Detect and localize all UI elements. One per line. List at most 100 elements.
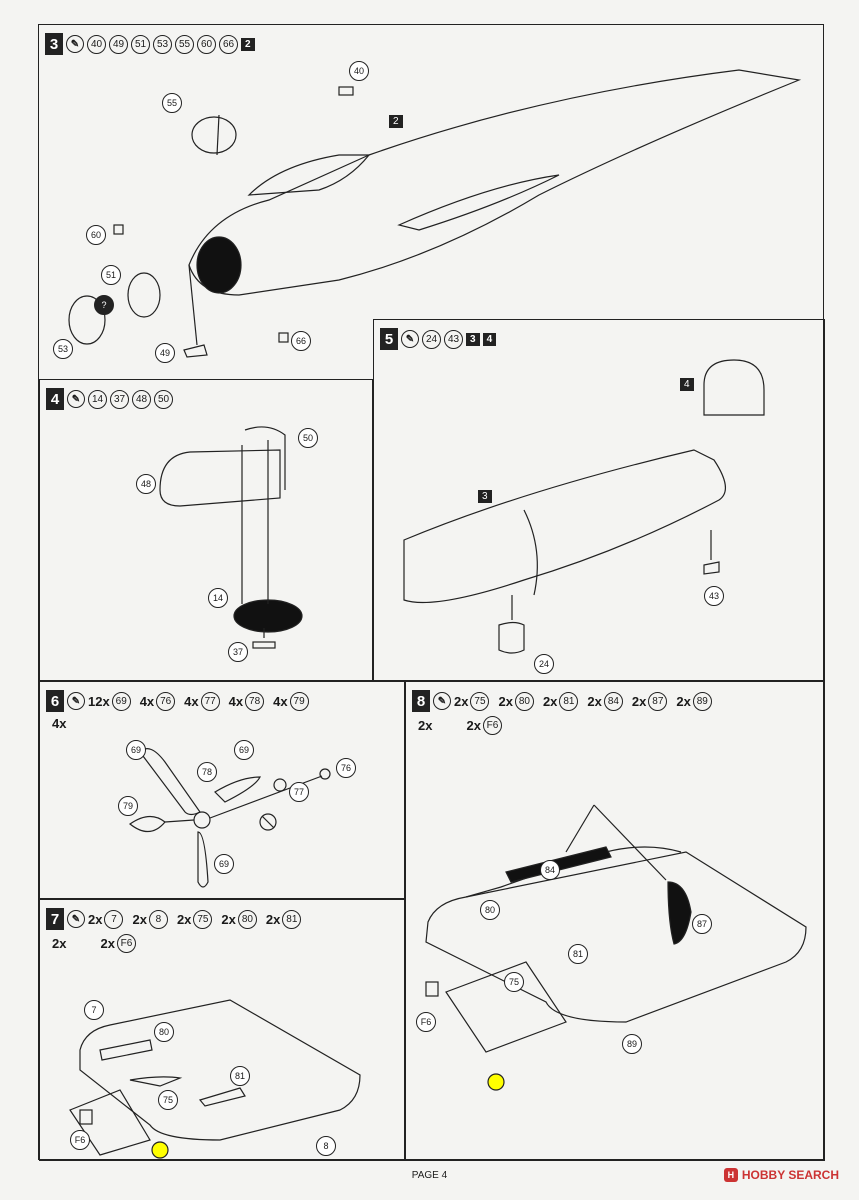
step-3-panel: 3 ✎ 40 49 51 53 55 60 66 2 <box>39 25 825 379</box>
quantity: 2x <box>454 693 469 709</box>
step-number: 7 <box>46 908 64 930</box>
glue-icon: ✎ <box>67 390 85 408</box>
step-5-header: 5 ✎ 24 43 3 4 <box>380 328 497 350</box>
part-badge: 66 <box>219 34 238 54</box>
step-4-header: 4 ✎ 14 37 48 50 <box>46 388 173 410</box>
watermark-logo-icon: H <box>723 1168 738 1182</box>
engine-nacelle-left-illustration <box>69 999 361 1159</box>
part-badge: F6 <box>482 716 502 735</box>
part-badge: 48 <box>132 389 151 409</box>
part-badge: 80 <box>514 691 534 711</box>
step-4-panel: 4 ✎ 14 37 48 50 50 48 14 37 <box>39 379 373 681</box>
part-callout-79: 79 <box>118 796 138 816</box>
quantity: 2x <box>542 693 558 709</box>
part-callout-F6: F6 <box>70 1130 90 1150</box>
quantity: 2x <box>631 693 647 709</box>
sub-step-ref: 2 <box>241 37 255 51</box>
part-callout-50: 50 <box>298 428 318 448</box>
quantity: 2x <box>676 693 691 709</box>
step-number: 8 <box>412 690 430 712</box>
step-number: 3 <box>45 33 63 55</box>
part-badge: 75 <box>470 691 490 711</box>
quantity: 2x <box>587 693 602 709</box>
part-badge: F6 <box>116 934 136 953</box>
part-callout-75: 75 <box>504 972 524 992</box>
part-callout-87: 87 <box>692 914 712 934</box>
part-badge: 55 <box>175 34 194 54</box>
part-badge: 60 <box>197 34 216 54</box>
step-6-qty-line: 4x <box>52 716 66 731</box>
part-badge: 81 <box>282 909 302 929</box>
quantity: 2x <box>418 718 433 733</box>
part-callout-37: 37 <box>228 642 248 662</box>
part-callout-80: 80 <box>154 1022 174 1042</box>
part-callout-76: 76 <box>336 758 356 778</box>
quantity: 4x <box>184 693 199 709</box>
part-callout-66: 66 <box>291 331 311 351</box>
step-number: 5 <box>380 328 398 350</box>
part-callout-78: 78 <box>197 762 217 782</box>
step-number: 4 <box>46 388 64 410</box>
watermark-text: HOBBY SEARCH <box>741 1168 839 1182</box>
part-callout-49: 49 <box>155 343 175 363</box>
part-callout-55: 55 <box>162 93 182 113</box>
part-badge: 87 <box>648 691 668 711</box>
part-badge: 8 <box>148 909 168 929</box>
fuselage-tail-illustration <box>403 359 765 654</box>
part-callout-84: 84 <box>540 860 560 880</box>
quantity: 2x <box>221 911 236 927</box>
glue-icon: ✎ <box>66 35 84 53</box>
part-callout-43: 43 <box>704 586 724 606</box>
sub-step-label: 4 <box>680 378 694 391</box>
question-icon: ? <box>94 295 114 315</box>
part-callout-75: 75 <box>158 1090 178 1110</box>
sub-step-label: 3 <box>478 490 492 503</box>
part-callout-F6: F6 <box>416 1012 436 1032</box>
part-badge: 77 <box>200 691 220 711</box>
fuselage-nose-illustration <box>68 69 802 358</box>
page-number: PAGE 4 <box>411 1170 448 1181</box>
part-badge: 40 <box>87 34 106 54</box>
part-badge: 78 <box>245 691 265 711</box>
part-badge: 24 <box>422 329 441 349</box>
part-badge: 14 <box>88 389 107 409</box>
part-callout-80: 80 <box>480 900 500 920</box>
quantity: 2x <box>466 718 481 733</box>
part-badge: 7 <box>104 909 124 929</box>
step-3-header: 3 ✎ 40 49 51 53 55 60 66 2 <box>45 33 255 55</box>
part-badge: 51 <box>131 34 150 54</box>
engine-nacelle-right-illustration <box>425 804 807 1091</box>
seat-armor-illustration <box>159 426 303 649</box>
sub-step-ref: 3 <box>466 332 480 346</box>
quantity: 2x <box>265 911 281 927</box>
part-badge: 69 <box>111 691 131 711</box>
part-callout-24: 24 <box>534 654 554 674</box>
part-callout-81: 81 <box>230 1066 250 1086</box>
quantity: 4x <box>273 693 288 709</box>
part-callout-14: 14 <box>208 588 228 608</box>
part-badge: 49 <box>109 34 128 54</box>
watermark: H HOBBY SEARCH <box>723 1168 839 1182</box>
part-badge: 76 <box>156 691 176 711</box>
part-callout-48: 48 <box>136 474 156 494</box>
part-badge: 80 <box>237 909 257 929</box>
step-number: 6 <box>46 690 64 712</box>
glue-icon: ✎ <box>401 330 419 348</box>
step-5-panel: 5 ✎ 24 43 3 4 4 3 43 24 <box>373 319 825 681</box>
